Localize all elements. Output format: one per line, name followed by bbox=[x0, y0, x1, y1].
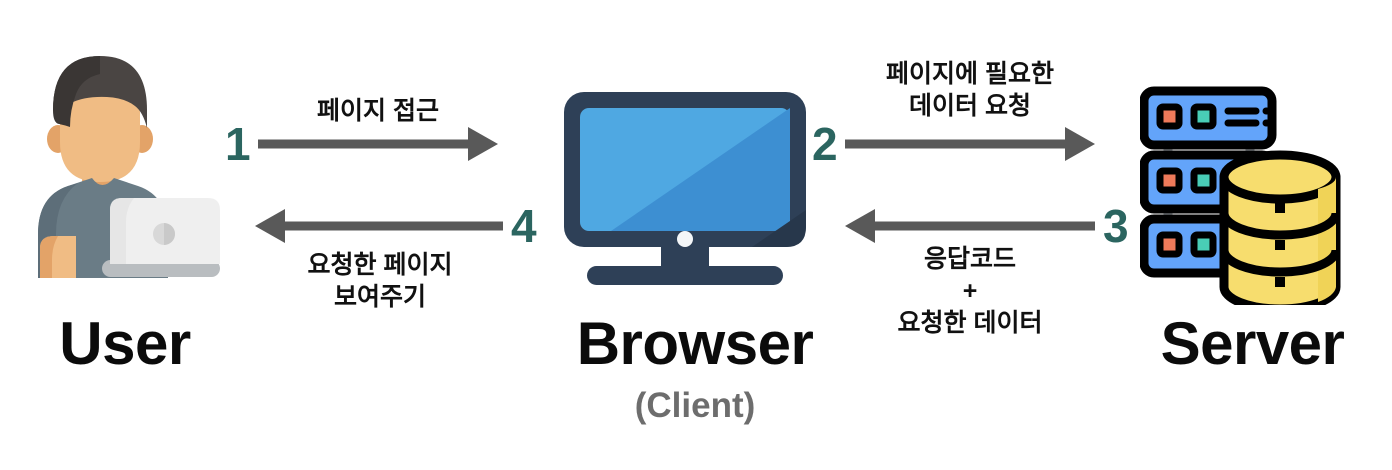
flow-arrow-4 bbox=[255, 209, 503, 243]
node-sublabel-browser-client: (Client) bbox=[634, 386, 756, 425]
node-label-server: Server bbox=[1160, 310, 1345, 377]
arrow-head bbox=[468, 127, 498, 161]
arrow-head bbox=[1065, 127, 1095, 161]
flow-step-number-4: 4 bbox=[511, 200, 537, 252]
desktop-monitor-icon bbox=[560, 90, 810, 285]
arrow-shaft bbox=[873, 221, 1095, 231]
flow-label-2: 페이지에 필요한 데이터 요청 bbox=[886, 60, 1054, 120]
flow-step-number-1: 1 bbox=[225, 118, 251, 170]
arrow-head bbox=[255, 209, 285, 243]
flow-arrow-1 bbox=[258, 127, 498, 161]
person-with-laptop-icon bbox=[10, 38, 220, 278]
node-label-browser: Browser bbox=[576, 310, 814, 377]
node-label-user: User bbox=[59, 310, 191, 377]
flow-label-3: 응답코드 + 요청한 데이터 bbox=[897, 245, 1043, 337]
flow-arrow-2 bbox=[845, 127, 1095, 161]
arrow-shaft bbox=[845, 139, 1067, 149]
flow-label-4: 요청한 페이지 보여주기 bbox=[307, 251, 453, 311]
flow-label-1: 페이지 접근 bbox=[317, 97, 439, 125]
flow-arrow-3 bbox=[845, 209, 1095, 243]
arrow-shaft bbox=[283, 221, 503, 231]
flow-step-number-2: 2 bbox=[812, 118, 838, 170]
arrow-shaft bbox=[258, 139, 470, 149]
arrow-head bbox=[845, 209, 875, 243]
server-rack-database-icon bbox=[1139, 85, 1355, 314]
flow-step-number-3: 3 bbox=[1103, 200, 1129, 252]
